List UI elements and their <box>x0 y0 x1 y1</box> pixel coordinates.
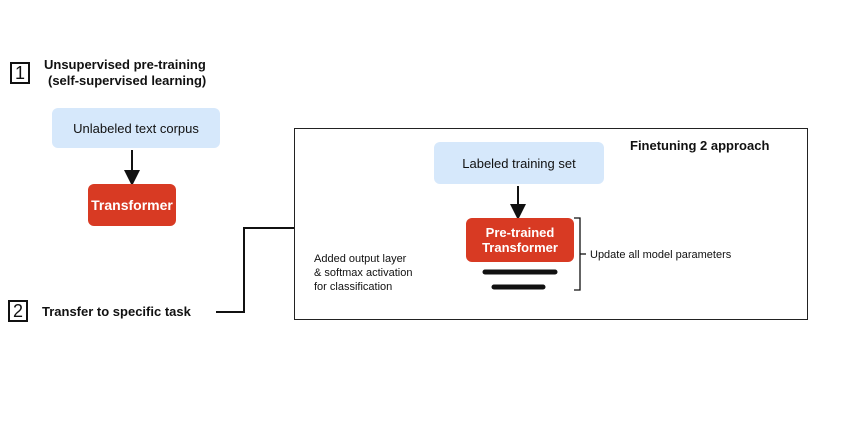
output-note-line3: for classification <box>314 281 393 293</box>
pretrained-label-line1: Pre-trained <box>485 225 555 240</box>
step1-title-line2: (self-supervised learning) <box>48 73 207 88</box>
step1-number: 1 <box>10 62 30 84</box>
bracket-label: Update all model parameters <box>590 249 732 261</box>
step2-title: Transfer to specific task <box>42 304 191 319</box>
connector-step2-to-panel <box>216 227 294 313</box>
transformer-box: Transformer <box>88 184 176 226</box>
pretrained-label-line2: Transformer <box>482 240 558 255</box>
output-note-line1: Added output layer <box>314 253 407 265</box>
pretrained-transformer-box: Pre-trained Transformer <box>466 218 574 262</box>
step2-number: 2 <box>8 300 28 322</box>
finetuning-panel <box>294 128 808 320</box>
output-note: Added output layer & softmax activation … <box>314 252 412 294</box>
step1-title-line1: Unsupervised pre-training <box>44 57 206 72</box>
output-note-line2: & softmax activation <box>314 267 413 279</box>
panel-title: Finetuning 2 approach <box>630 138 770 153</box>
labeled-training-set-box: Labeled training set <box>434 142 604 184</box>
unlabeled-corpus-box: Unlabeled text corpus <box>52 108 220 148</box>
